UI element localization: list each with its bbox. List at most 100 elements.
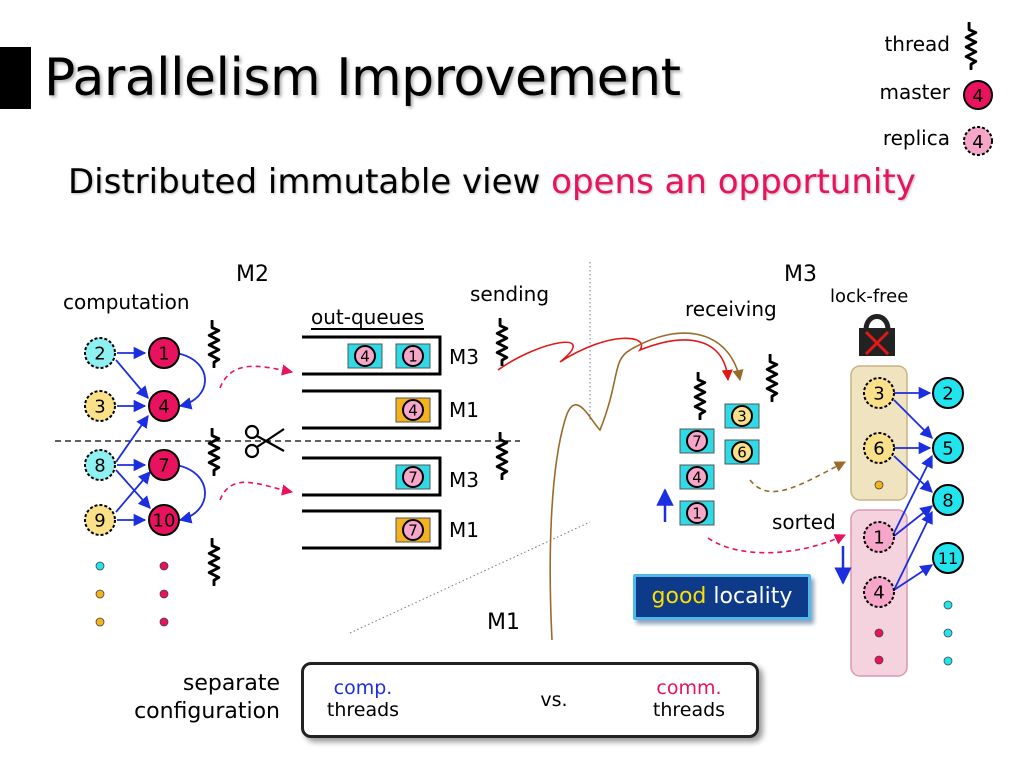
m3-replica-3-circle [863, 377, 895, 409]
enqueue-arrow-2 [219, 481, 294, 501]
m3-target-8-circle [932, 484, 964, 516]
recv-right-6-label: 6 [737, 443, 747, 461]
legend-thread-label: thread [884, 32, 950, 56]
recv-right-3-circle [731, 405, 753, 427]
m3-master-replica-4-circle [863, 576, 895, 608]
m2-replica-vertices: 2 3 8 9 [84, 337, 116, 536]
queue-dest-1: M3 [449, 345, 479, 369]
m3-master-replica-4-label: 4 [873, 582, 884, 603]
queue-1-item-4-circle [354, 345, 376, 367]
recv-from-m1-arrow [549, 332, 744, 641]
m3-master-replica-1-circle [863, 521, 895, 553]
m2-more-dots-left [95, 561, 105, 627]
queue-1-item-1-circle [402, 345, 424, 367]
m3-target-2-circle [932, 377, 964, 409]
enqueue-arrow-1 [219, 364, 294, 389]
sending-thread-icon-1 [495, 318, 509, 366]
m2-master-7-circle [148, 449, 180, 481]
out-queue-rails [302, 335, 442, 550]
recv-left-4-label: 4 [692, 468, 702, 486]
recv-left-7-circle [686, 430, 708, 452]
recv-left-4-circle [686, 466, 708, 488]
m2-master-4-circle [148, 390, 180, 422]
m3-edges [893, 386, 934, 591]
m3-master-replica-1-label: 1 [873, 527, 884, 548]
machine-label-m1: M1 [487, 610, 520, 635]
replica-panel-dot [874, 480, 884, 490]
m3-replica-6-circle [863, 432, 895, 464]
m2-replica-9-circle [84, 504, 116, 536]
m2-master-1-circle [148, 337, 180, 369]
good-locality-good: good [651, 584, 707, 609]
m3-target-2-label: 2 [942, 383, 953, 404]
recv-left-1-label: 1 [692, 504, 702, 522]
queue-dest-2: M1 [449, 398, 479, 422]
machine-label-m2: M2 [236, 262, 269, 287]
m2-replica-8-circle [84, 449, 116, 481]
recv-left-1-circle [686, 502, 708, 524]
out-queues-label: out-queues [311, 305, 425, 330]
m3-target-8-label: 8 [942, 490, 953, 511]
config-label-line2: configuration [134, 699, 280, 724]
m3-master-vertices: 14 [863, 521, 895, 608]
comm-threads-label: comm. threads [644, 677, 734, 721]
m3-replica-3-label: 3 [873, 383, 884, 404]
m2-thread-icon-2 [207, 428, 221, 476]
queue-4-item-7-circle [402, 519, 424, 541]
m3-target-5-circle [932, 432, 964, 464]
queue-dest-3: M3 [449, 468, 479, 492]
m2-edges [115, 346, 206, 527]
m2-replica-8-label: 8 [94, 455, 105, 476]
receiving-thread-icon-1 [693, 372, 707, 420]
m2-master-4-label: 4 [158, 396, 169, 417]
m2-master-1-label: 1 [158, 343, 169, 364]
comp-line1: comp. [333, 677, 393, 699]
send-to-m3-arrow [497, 337, 733, 382]
sending-label: sending [470, 282, 550, 306]
m3-replica-6-label: 6 [873, 438, 884, 459]
sending-thread-icon-2 [495, 432, 509, 480]
m3-target-5-label: 5 [942, 438, 953, 459]
m3-target-vertices: 2 5 8 11 [932, 377, 964, 574]
queue-3-item-7-circle [402, 466, 424, 488]
comm-line2: threads [652, 699, 726, 721]
config-box: comp. threads vs. comm. threads [301, 662, 759, 738]
comm-line1: comm. [656, 677, 722, 699]
m3-target-11-circle [932, 542, 964, 574]
recv-right-6-circle [731, 441, 753, 463]
m2-thread-icon-3 [207, 538, 221, 586]
m2-master-10-circle [148, 504, 180, 536]
m3-target-11-label: 11 [938, 549, 958, 568]
apply-master-arrow [707, 534, 847, 554]
scissors-icon [244, 424, 285, 459]
good-locality-callout: good locality [633, 574, 811, 620]
title-accent-bar [0, 47, 31, 109]
subtitle-main: Distributed immutable view [68, 162, 541, 202]
m2-replica-3-label: 3 [94, 396, 105, 417]
m2-master-10-label: 10 [153, 510, 176, 531]
slide-title: Parallelism Improvement [44, 48, 681, 108]
separate-configuration-label: separate configuration [100, 670, 280, 726]
receiving-thread-icon-2 [765, 354, 779, 402]
m2-replica-2-circle [84, 337, 116, 369]
receiving-label: receiving [685, 297, 777, 321]
queue-2-item-4-label: 4 [408, 401, 418, 419]
m2-more-dots-right [159, 561, 169, 627]
master-panel-dots [874, 628, 884, 665]
queue-4-item-7-label: 7 [408, 521, 418, 539]
m3-replica-vertices: 36 [863, 377, 895, 464]
computation-label: computation [63, 290, 190, 314]
m2-thread-icon-1 [207, 320, 221, 368]
comp-line2: threads [326, 699, 400, 721]
recv-right-3-label: 3 [737, 407, 747, 425]
queue-2-item-4-circle [402, 399, 424, 421]
m2-replica-3-circle [84, 390, 116, 422]
m2-replica-2-label: 2 [94, 343, 105, 364]
legend-replica-num: 4 [972, 132, 983, 153]
config-label-line1: separate [182, 671, 280, 696]
m2-replica-9-label: 9 [94, 510, 105, 531]
